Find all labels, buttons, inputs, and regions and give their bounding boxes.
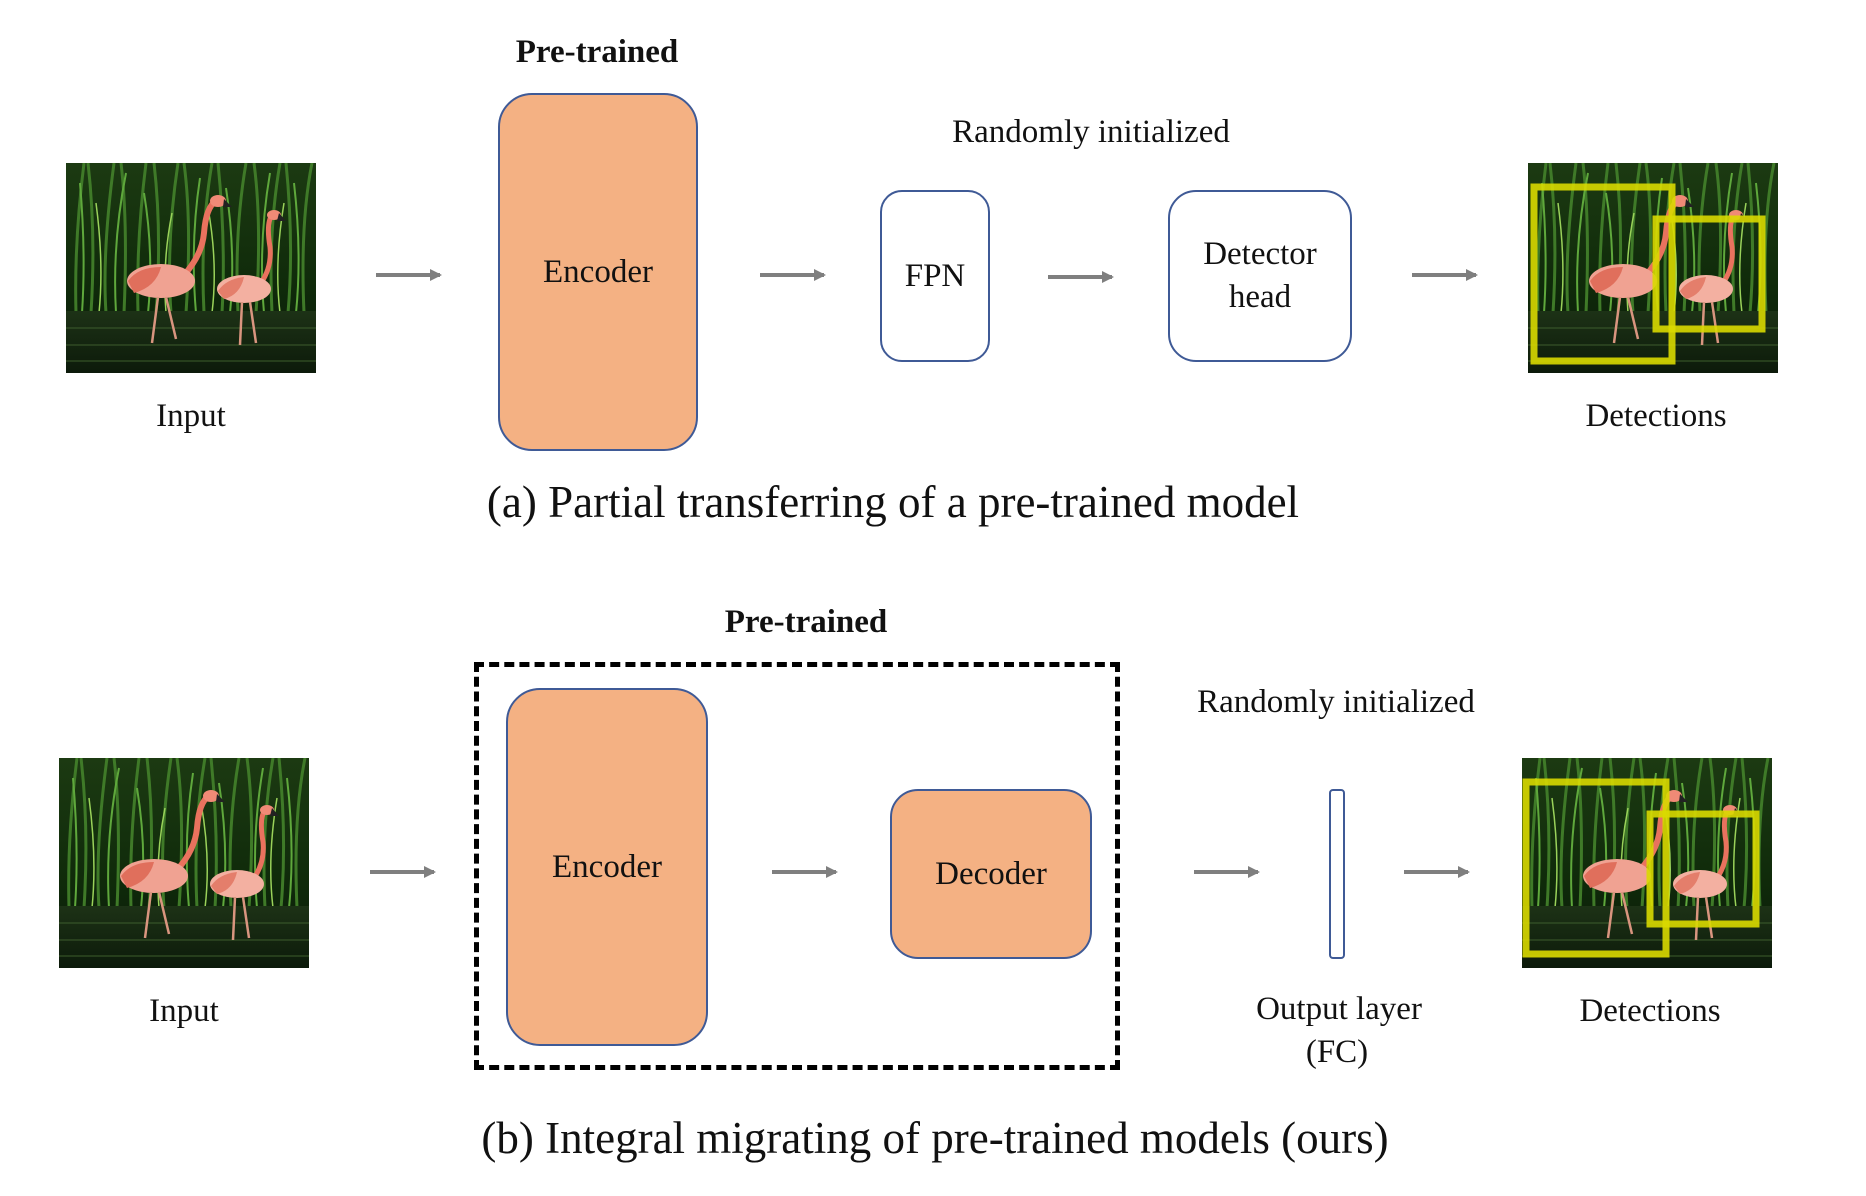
detector-head-label-line1: Detector — [1203, 236, 1317, 272]
input-label-b: Input — [149, 993, 219, 1029]
encoder-block-b: Encoder — [506, 688, 708, 1046]
caption-b: (b) Integral migrating of pre-trained mo… — [481, 1113, 1389, 1163]
arrow-head-to-detections — [1412, 269, 1478, 281]
arrow-input-to-encoder — [376, 269, 442, 281]
detections-label-b: Detections — [1579, 993, 1721, 1029]
output-layer-label-line2: (FC) — [1305, 1034, 1369, 1070]
detection-box-2 — [1652, 215, 1766, 333]
detection-box-b-1 — [1522, 778, 1670, 958]
detector-head-block: Detector head — [1168, 190, 1352, 362]
arrow-fpn-to-detector-head — [1048, 271, 1114, 283]
pretrained-label-b: Pre-trained — [724, 604, 888, 640]
arrow-encoder-to-fpn — [760, 269, 826, 281]
arrow-decoder-to-output — [1194, 866, 1260, 878]
fpn-label: FPN — [904, 257, 966, 294]
input-label: Input — [156, 398, 226, 434]
arrow-encoder-to-decoder — [772, 866, 838, 878]
input-image-b — [59, 758, 309, 968]
decoder-block: Decoder — [890, 789, 1092, 959]
randomly-initialized-label-b: Randomly initialized — [1197, 684, 1475, 720]
decoder-label: Decoder — [935, 855, 1047, 892]
input-image — [66, 163, 316, 373]
output-layer-label-line1: Output layer — [1256, 991, 1422, 1027]
detections-image-b — [1522, 758, 1772, 968]
arrow-input-to-encoder-b — [370, 866, 436, 878]
detection-box-b-2 — [1646, 810, 1760, 928]
arrow-output-to-detections — [1404, 866, 1470, 878]
output-layer-block — [1329, 789, 1345, 959]
detection-box-1 — [1530, 183, 1676, 365]
randomly-initialized-label: Randomly initialized — [952, 114, 1230, 150]
encoder-label-b: Encoder — [552, 848, 662, 885]
detections-label: Detections — [1585, 398, 1727, 434]
encoder-label: Encoder — [543, 253, 653, 290]
pretrained-group-dashed-border — [474, 662, 1120, 1070]
encoder-block: Encoder — [498, 93, 698, 451]
fpn-block: FPN — [880, 190, 990, 362]
pretrained-label: Pre-trained — [515, 34, 679, 70]
detector-head-label-line2: head — [1228, 279, 1292, 315]
caption-a: (a) Partial transferring of a pre-traine… — [486, 477, 1300, 527]
detections-image — [1528, 163, 1778, 373]
